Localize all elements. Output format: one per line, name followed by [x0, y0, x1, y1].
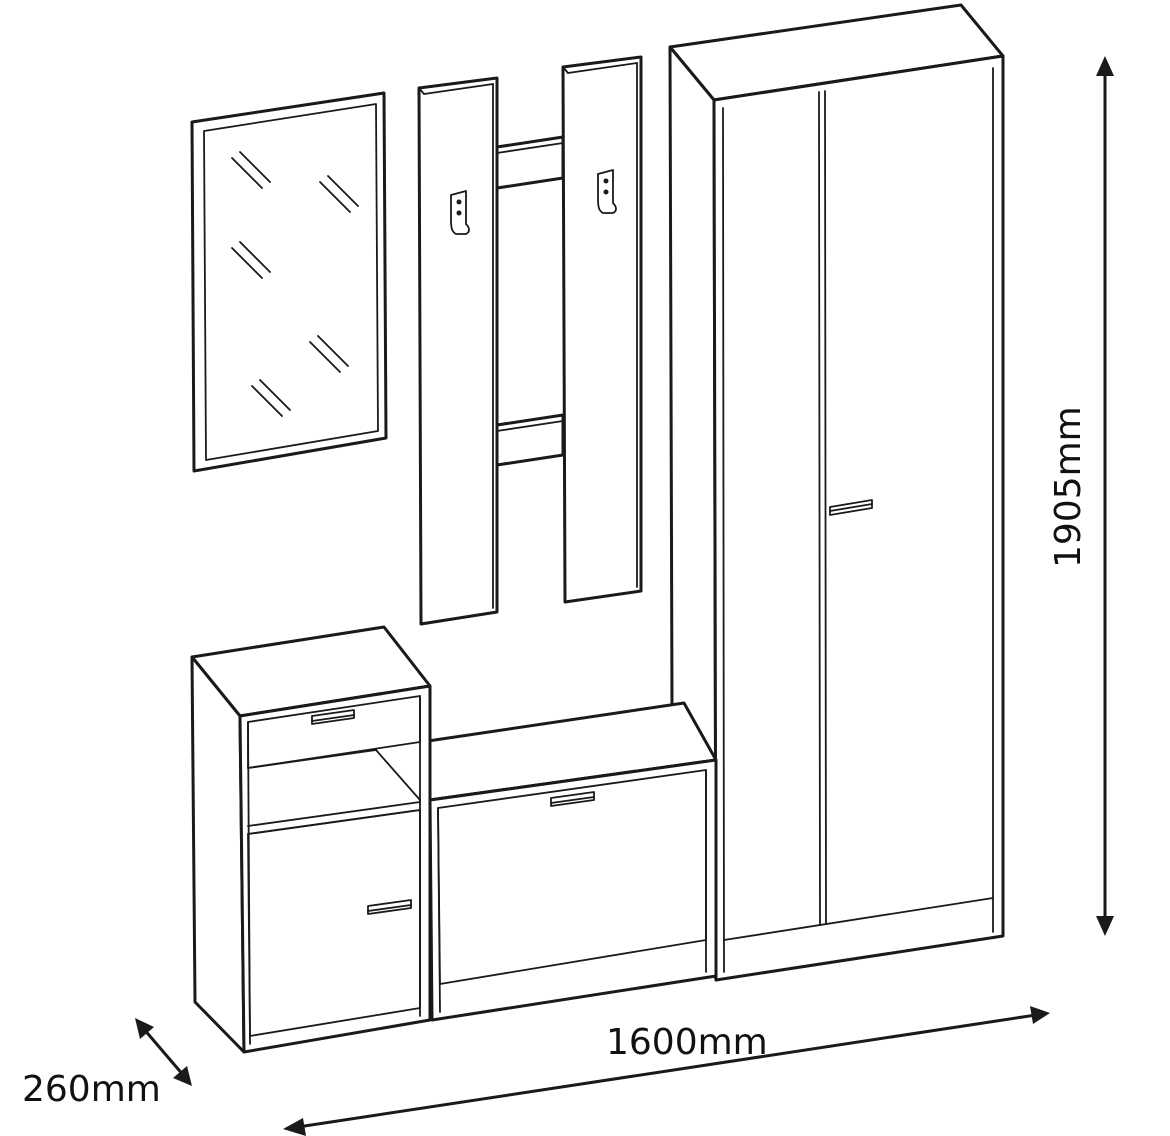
door-handle-icon[interactable] — [367, 899, 412, 915]
drawer-handle-icon[interactable] — [311, 709, 355, 725]
wardrobe-left-door[interactable] — [818, 91, 821, 926]
width-dimension-arrow — [283, 1006, 1050, 1136]
shoe-cabinet — [426, 701, 718, 1022]
depth-dimension-arrow — [135, 1018, 192, 1086]
drawer-cabinet — [190, 625, 432, 1054]
coat-rack-bars — [495, 135, 565, 467]
drawer-front[interactable] — [247, 695, 421, 769]
drawer-cabinet-door[interactable] — [247, 809, 421, 1037]
wardrobe-right-door[interactable] — [824, 90, 827, 925]
depth-label: 260mm — [22, 1069, 161, 1110]
height-dimension-arrow — [1096, 56, 1114, 936]
shoe-cabinet-flap[interactable] — [437, 769, 707, 985]
shoe-cabinet-handle-icon[interactable] — [550, 791, 595, 807]
height-label: 1905mm — [1048, 406, 1089, 568]
coat-panel-right — [561, 55, 643, 604]
mirror-glare-marks — [231, 151, 359, 417]
wardrobe-handle-icon[interactable] — [829, 499, 873, 516]
tall-wardrobe — [668, 3, 1005, 982]
width-label: 1600mm — [606, 1022, 768, 1063]
mirror — [190, 91, 388, 473]
coat-panel-left — [417, 76, 499, 626]
coat-hook-icon[interactable] — [450, 190, 470, 235]
coat-hook-icon[interactable] — [597, 169, 617, 214]
